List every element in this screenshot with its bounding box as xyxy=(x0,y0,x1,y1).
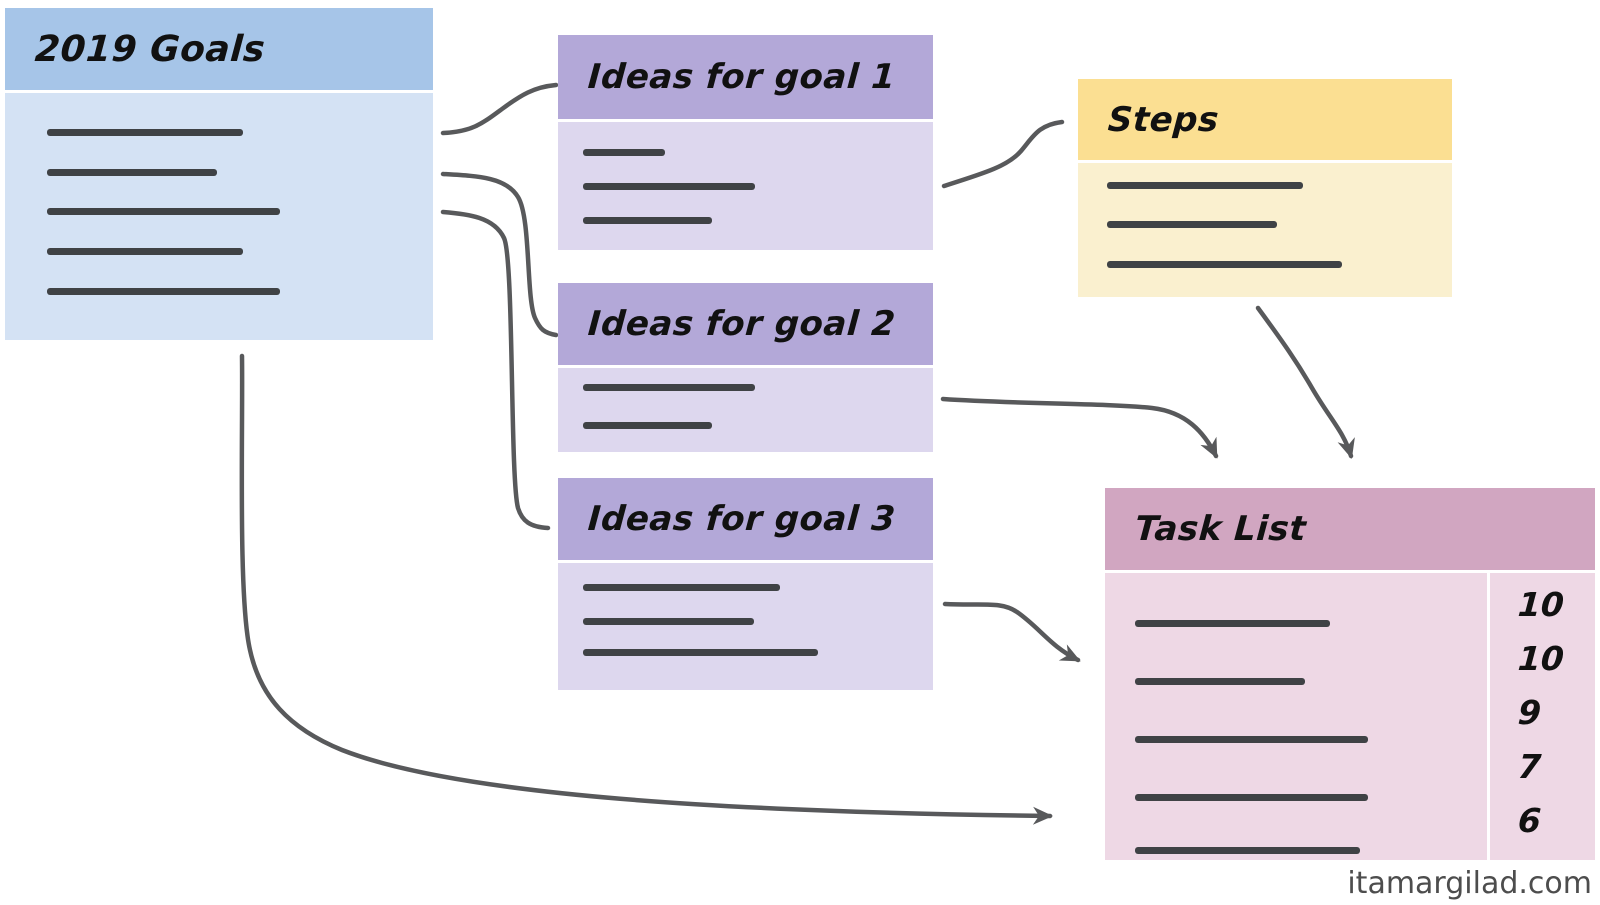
placeholder-line xyxy=(583,584,780,591)
connector-idea1-to-steps xyxy=(941,119,1065,189)
goals-card-title: 2019 Goals xyxy=(33,28,267,70)
idea1-card-header: Ideas for goal 1 xyxy=(558,35,933,119)
placeholder-line xyxy=(47,288,280,295)
placeholder-line xyxy=(583,217,712,224)
placeholder-line xyxy=(1135,620,1330,627)
connector-idea2-to-tasklist xyxy=(940,396,1219,459)
task-score: 7 xyxy=(1516,747,1543,786)
connector-idea3-to-tasklist xyxy=(942,601,1081,663)
placeholder-line xyxy=(1107,221,1277,228)
placeholder-line xyxy=(1135,678,1305,685)
placeholder-line xyxy=(1107,182,1303,189)
idea1-card-title: Ideas for goal 1 xyxy=(586,57,898,97)
tasklist-scores-column: 10 10 9 7 6 xyxy=(1490,573,1595,860)
steps-card-title: Steps xyxy=(1106,99,1221,140)
idea2-card-title: Ideas for goal 2 xyxy=(586,304,898,344)
idea2-card-body xyxy=(558,368,933,452)
tasklist-card-title: Task List xyxy=(1133,509,1308,549)
goals-card-body xyxy=(5,93,433,340)
task-score: 6 xyxy=(1516,801,1543,840)
tasklist-card-body xyxy=(1105,573,1487,860)
connector-goals-to-idea3 xyxy=(440,209,551,531)
placeholder-line xyxy=(47,169,217,176)
task-score: 10 xyxy=(1516,639,1566,678)
idea3-card-body xyxy=(558,563,933,690)
watermark-text: itamargilad.com xyxy=(1347,866,1592,901)
connector-goals-to-idea2 xyxy=(440,171,559,338)
connector-steps-to-tasklist xyxy=(1255,305,1355,459)
idea3-card-title: Ideas for goal 3 xyxy=(586,499,898,539)
placeholder-line xyxy=(1135,736,1368,743)
placeholder-line xyxy=(583,422,712,429)
placeholder-line xyxy=(583,183,755,190)
placeholder-line xyxy=(583,649,818,656)
tasklist-card-header: Task List xyxy=(1105,488,1595,570)
placeholder-line xyxy=(47,248,243,255)
placeholder-line xyxy=(583,618,754,625)
placeholder-line xyxy=(47,129,243,136)
goals-card-header: 2019 Goals xyxy=(5,8,433,90)
steps-card-header: Steps xyxy=(1078,79,1452,160)
task-score: 9 xyxy=(1516,693,1543,732)
task-score: 10 xyxy=(1516,585,1566,624)
idea1-card-body xyxy=(558,122,933,250)
placeholder-line xyxy=(583,149,665,156)
placeholder-line xyxy=(1107,261,1342,268)
steps-card-body xyxy=(1078,163,1452,297)
connector-goals-to-idea1 xyxy=(440,82,559,136)
placeholder-line xyxy=(1135,847,1360,854)
placeholder-line xyxy=(583,384,755,391)
idea3-card-header: Ideas for goal 3 xyxy=(558,478,933,560)
placeholder-line xyxy=(1135,794,1368,801)
idea2-card-header: Ideas for goal 2 xyxy=(558,283,933,365)
placeholder-line xyxy=(47,208,280,215)
